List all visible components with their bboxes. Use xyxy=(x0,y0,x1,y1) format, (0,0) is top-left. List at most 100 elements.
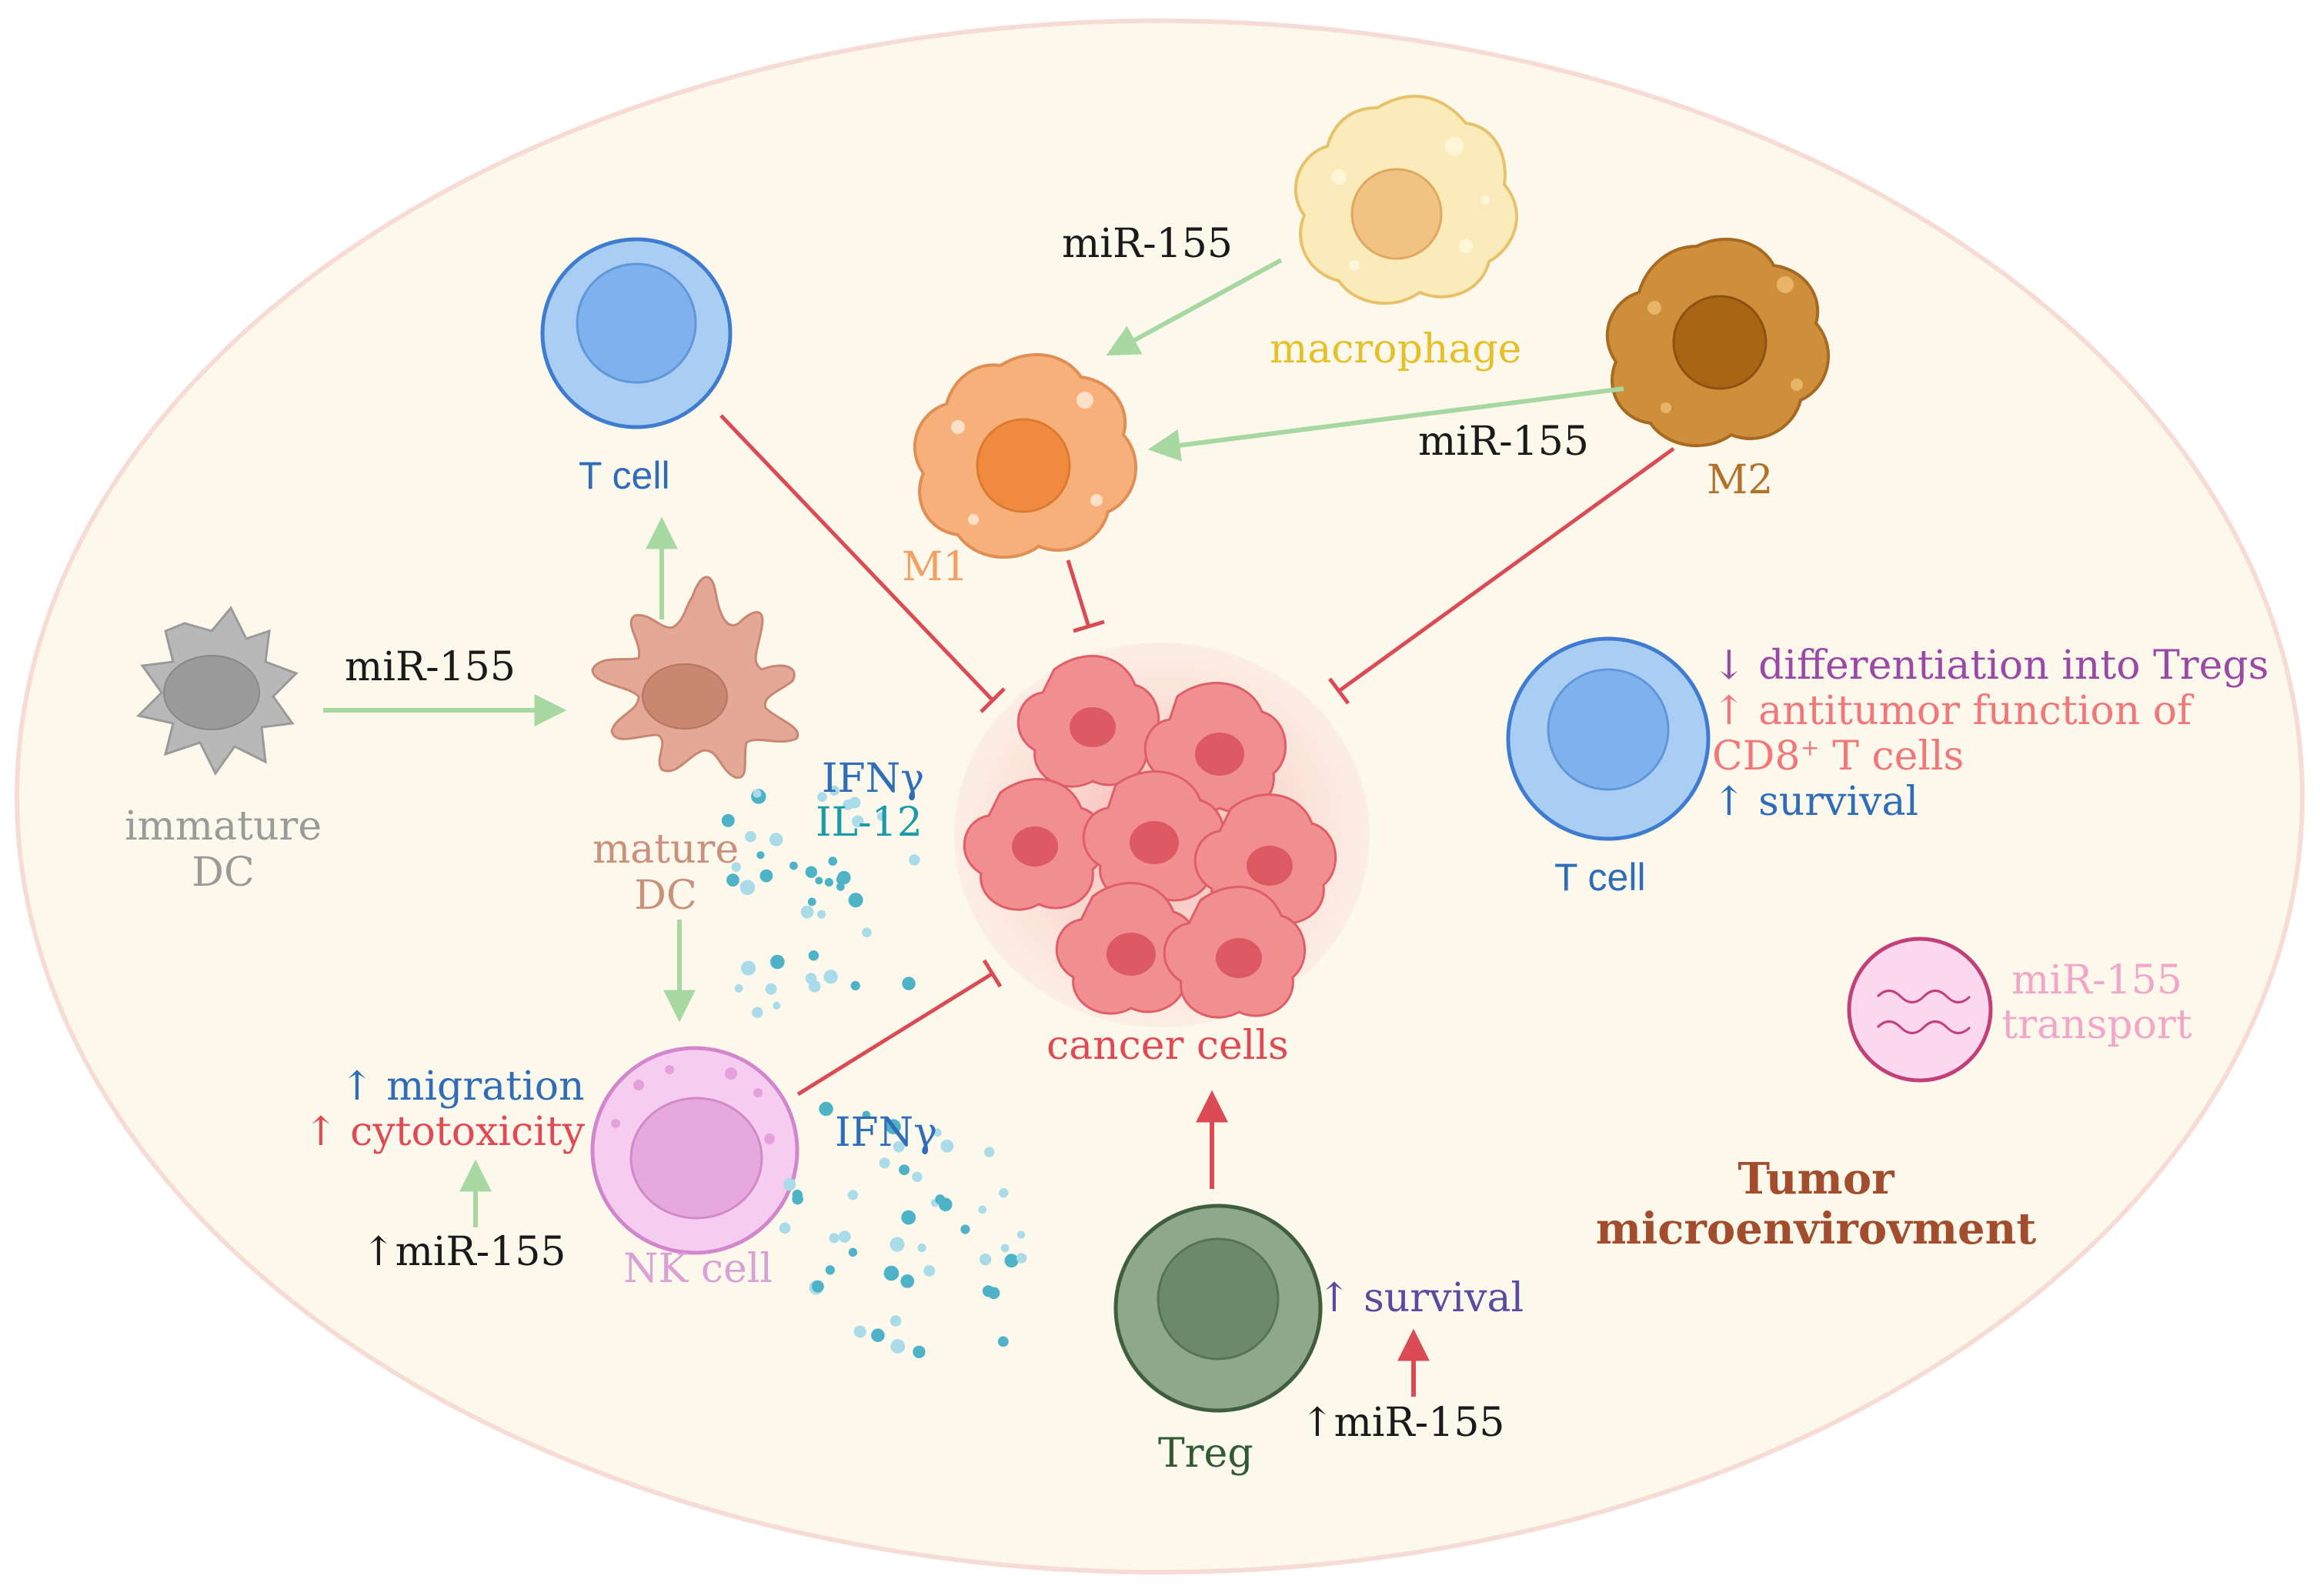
arrow-macrophage-to-m1 xyxy=(1106,258,1283,356)
cytokine-dot xyxy=(940,1139,954,1153)
m1-macrophage-cell-icon xyxy=(913,352,1137,559)
cytokine-dot xyxy=(886,1119,901,1134)
label-nk-cell: NK cell xyxy=(623,1246,773,1292)
cytokine-dot xyxy=(900,1274,915,1288)
cytokine-dot xyxy=(1016,1230,1026,1239)
cytokine-dot xyxy=(923,1265,936,1277)
inhibition-lines xyxy=(719,414,1675,1097)
cytokine-dot xyxy=(769,833,783,846)
cytokine-dot xyxy=(805,866,818,878)
label-m2: M2 xyxy=(1707,457,1774,503)
cytokine-dot xyxy=(893,1140,905,1153)
label-tcell-right-line1: ↓ differentiation into Tregs xyxy=(1712,643,2269,689)
arrow-m2-to-m1 xyxy=(1147,386,1624,462)
cytokine-dot xyxy=(876,812,886,821)
inhibit-m2-to-cancer xyxy=(1337,446,1675,693)
t-cell-top-icon xyxy=(540,237,733,429)
cytokine-dot xyxy=(1000,1244,1010,1253)
label-immature-dc-line2: DC xyxy=(192,850,255,896)
cytokine-dot xyxy=(721,813,735,827)
cytokine-dot xyxy=(726,873,739,887)
nk-cell-icon xyxy=(590,1046,799,1255)
label-tme-line2: microenvirovment xyxy=(1595,1204,2037,1254)
cytokine-dot xyxy=(997,1336,1009,1347)
label-treg-survival: ↑ survival xyxy=(1317,1275,1524,1321)
cytokine-dot xyxy=(853,1325,866,1338)
m2-macrophage-cell-icon xyxy=(1605,237,1830,448)
mature-dc-cell-icon xyxy=(591,576,799,779)
cytokine-dot xyxy=(731,862,741,872)
cytokine-dot xyxy=(770,954,785,970)
label-mature-dc-line1: mature xyxy=(592,826,739,873)
label-cd8: CD8 xyxy=(1712,733,1801,780)
cytokine-dot xyxy=(843,799,854,810)
label-t-cell-right: T cell xyxy=(1554,856,1646,899)
cytokine-dot xyxy=(890,1315,902,1327)
cytokine-dot xyxy=(933,1128,942,1137)
cytokine-dot xyxy=(789,861,798,870)
cytokine-dot xyxy=(812,1280,824,1293)
cytokine-dot xyxy=(817,792,827,802)
label-transport-line1: miR-155 xyxy=(2011,957,2182,1003)
cytokine-dot xyxy=(800,905,814,919)
cytokine-dot xyxy=(862,1110,871,1120)
cytokine-dot xyxy=(753,789,762,798)
transport-vesicle-icon xyxy=(1847,937,1993,1083)
cytokine-dot xyxy=(779,1222,791,1234)
inhibit-t-cell-bar xyxy=(980,687,1006,713)
cytokine-dot xyxy=(837,870,851,885)
label-treg-mir: ↑miR-155 xyxy=(1300,1400,1505,1446)
inhibit-m1-bar xyxy=(1073,619,1105,633)
label-cancer-cells: cancer cells xyxy=(1047,1023,1289,1069)
cytokine-dot xyxy=(836,882,845,891)
label-nk-migration: ↑ migration xyxy=(340,1063,585,1110)
label-cd8-sup: + xyxy=(1800,734,1820,762)
cytokine-dot xyxy=(960,1224,970,1234)
inhibit-t-cell-to-cancer xyxy=(719,414,994,702)
inhibit-m1-to-cancer xyxy=(1066,559,1091,628)
label-m1: M1 xyxy=(902,544,969,590)
cytokine-dot xyxy=(890,1339,906,1354)
cytokine-dot xyxy=(816,910,826,919)
label-mir-dc: miR-155 xyxy=(345,644,516,690)
inhibit-m2-bar xyxy=(1328,677,1350,705)
inhibit-nk-to-cancer xyxy=(796,971,994,1097)
cytokine-dot xyxy=(1004,1254,1019,1268)
activation-arrows xyxy=(323,258,1624,1227)
label-immature-dc-line1: immature xyxy=(124,803,322,850)
cytokine-dot xyxy=(829,1233,840,1244)
cytokine-dot xyxy=(851,815,864,828)
label-nk-cytotoxicity: ↑ cytotoxicity xyxy=(304,1109,585,1155)
cytokine-dot xyxy=(792,1189,803,1200)
cytokine-dot xyxy=(913,1345,926,1359)
cytokine-dot xyxy=(999,1188,1009,1198)
cancer-cell-cluster-icon xyxy=(954,643,1370,1027)
cytokine-dots-bottom-icon xyxy=(779,1101,1027,1359)
cytokine-dot xyxy=(879,1157,890,1169)
cytokine-dot xyxy=(741,960,756,976)
cytokine-dot xyxy=(783,1178,796,1191)
cytokine-dot xyxy=(838,1230,851,1243)
cytokine-dot xyxy=(759,869,773,883)
label-mature-dc-line2: DC xyxy=(634,873,697,919)
cytokine-dot xyxy=(752,1007,763,1018)
cytokine-dot xyxy=(808,950,820,961)
cytokine-dot xyxy=(883,1265,900,1281)
cytokine-dot xyxy=(850,980,860,990)
label-tcell-right-line2: ↑ antitumor function of xyxy=(1712,688,2192,734)
treg-cell-icon xyxy=(1113,1204,1323,1413)
cytokine-dot xyxy=(815,876,823,885)
cytokine-dot xyxy=(745,830,756,843)
cytokine-dot xyxy=(823,970,838,984)
cytokine-dot xyxy=(756,851,765,860)
label-transport-line2: transport xyxy=(2001,1002,2192,1048)
cytokine-dot xyxy=(979,1253,992,1266)
label-il12: IL-12 xyxy=(816,800,923,846)
label-treg: Treg xyxy=(1158,1431,1253,1477)
cytokine-dot xyxy=(901,1210,916,1225)
cytokine-dot xyxy=(824,877,833,887)
cytokine-dots-top-icon xyxy=(721,785,920,1018)
immature-dc-cell-icon xyxy=(136,606,299,776)
